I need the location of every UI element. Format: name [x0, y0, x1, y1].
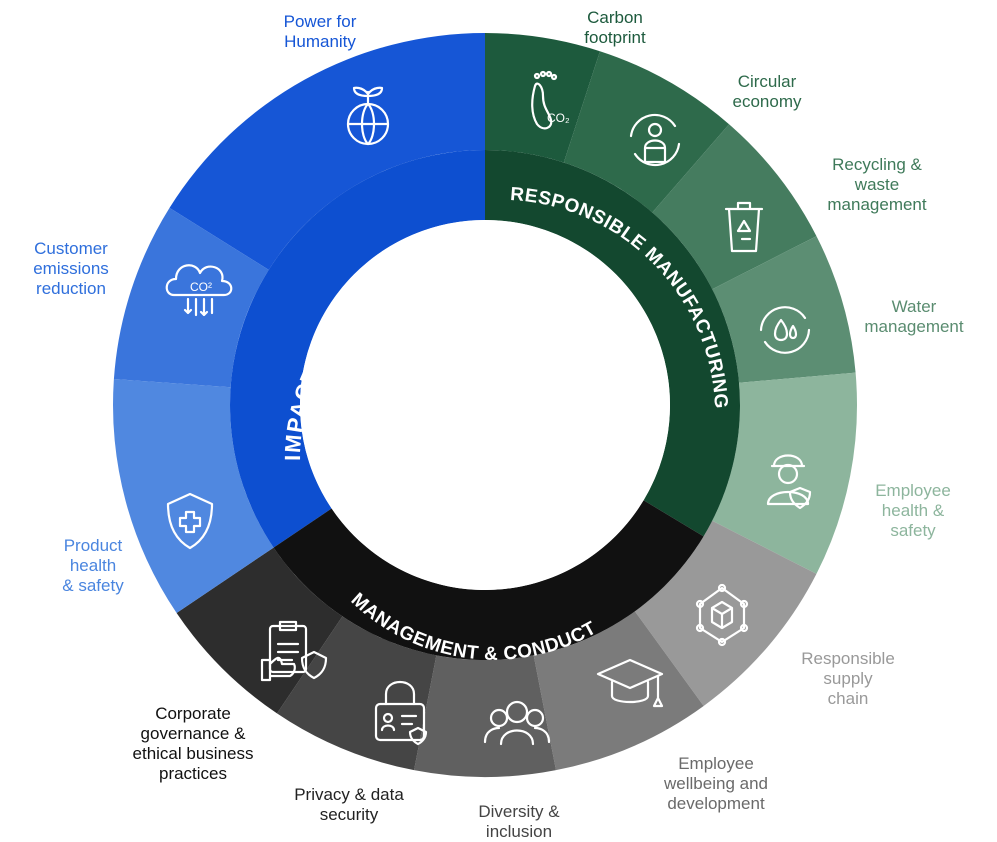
segment-customer-emissions [113, 207, 269, 388]
label-line: emissions [33, 259, 109, 278]
label-line: wellbeing and [664, 774, 768, 793]
svg-text:CO²: CO² [190, 280, 212, 294]
segment-circular-economy [563, 51, 730, 213]
recycle-bin-icon [724, 201, 764, 253]
segment-recycling-waste [652, 124, 817, 290]
segment-employee-health [712, 372, 857, 574]
label-line: Diversity & [478, 802, 560, 821]
segment-responsible-supply [634, 520, 817, 706]
label-corporate-governance: Corporate governance & ethical business … [133, 704, 254, 784]
label-line: Customer [34, 239, 108, 258]
label-line: ethical business [132, 744, 254, 763]
label-line: inclusion [485, 822, 553, 841]
label-line: Responsible [801, 649, 895, 668]
label-employee-health: Employee health & safety [875, 481, 951, 541]
water-drop-cycle-icon [759, 306, 811, 354]
network-box-icon [695, 583, 749, 647]
label-line: footprint [584, 28, 646, 47]
label-line: security [319, 805, 379, 824]
label-line: Carbon [587, 8, 643, 27]
label-line: chain [827, 689, 869, 708]
label-circular-economy: Circular economy [733, 72, 802, 112]
segment-diversity-inclusion [414, 655, 556, 777]
graduation-cap-icon [596, 658, 664, 708]
label-line: development [667, 794, 765, 813]
label-line: waste [854, 175, 900, 194]
segment-employee-wellbeing [533, 611, 704, 771]
outer-segments [112, 33, 857, 777]
label-power-for-humanity: Power for Humanity [284, 12, 357, 52]
center-hole [300, 220, 670, 590]
label-line: Recycling & [832, 155, 922, 174]
label-line: reduction [36, 279, 106, 298]
circular-person-icon [629, 113, 681, 167]
label-line: Power for [283, 12, 357, 31]
people-group-icon [483, 700, 551, 746]
pillar-responsible-manufacturing [485, 150, 740, 537]
label-line: health & [881, 501, 945, 520]
segment-water-management [712, 236, 856, 383]
label-line: management [827, 195, 927, 214]
globe-plant-icon [346, 86, 390, 146]
label-carbon-footprint: Carbon footprint [584, 8, 645, 48]
label-employee-wellbeing: Employee wellbeing and development [664, 754, 768, 814]
label-line: Privacy & data [294, 785, 404, 804]
label-line: Corporate [155, 704, 231, 723]
label-customer-emissions: Customer emissions reduction [33, 239, 109, 299]
padlock-id-icon [374, 680, 428, 746]
label-line: governance & [140, 724, 246, 743]
label-line: economy [732, 92, 802, 111]
segment-power-for-humanity [169, 33, 485, 270]
worker-shield-icon [766, 454, 812, 510]
label-recycling-waste: Recycling & waste management [827, 155, 926, 215]
footprint-co2-icon: CO₂ [531, 70, 570, 130]
label-line: Humanity [284, 32, 356, 51]
shield-cross-icon [166, 492, 214, 550]
label-responsible-supply: Responsible supply chain [801, 649, 895, 709]
pillar-management-conduct [273, 500, 704, 660]
label-line: practices [158, 764, 228, 783]
label-line: safety [890, 521, 936, 540]
label-line: management [864, 317, 964, 336]
label-line: & safety [62, 576, 124, 595]
label-line: supply [823, 669, 873, 688]
pillar-impactful-product [230, 150, 485, 548]
cloud-co2-icon: CO² [165, 264, 233, 317]
label-product-health: Product health & safety [62, 536, 123, 596]
label-diversity-inclusion: Diversity & inclusion [478, 802, 559, 842]
label-privacy-data: Privacy & data security [294, 785, 404, 825]
clipboard-shield-icon [260, 620, 328, 682]
label-line: Circular [737, 72, 797, 91]
label-water-management: Water management [864, 297, 963, 337]
label-line: Employee [875, 481, 951, 500]
label-line: health [69, 556, 117, 575]
label-line: Water [891, 297, 937, 316]
segment-privacy-data [276, 616, 437, 771]
label-line: Employee [678, 754, 754, 773]
pillar-ring [230, 150, 740, 660]
svg-text:CO₂: CO₂ [547, 111, 570, 125]
label-line: Product [63, 536, 123, 555]
